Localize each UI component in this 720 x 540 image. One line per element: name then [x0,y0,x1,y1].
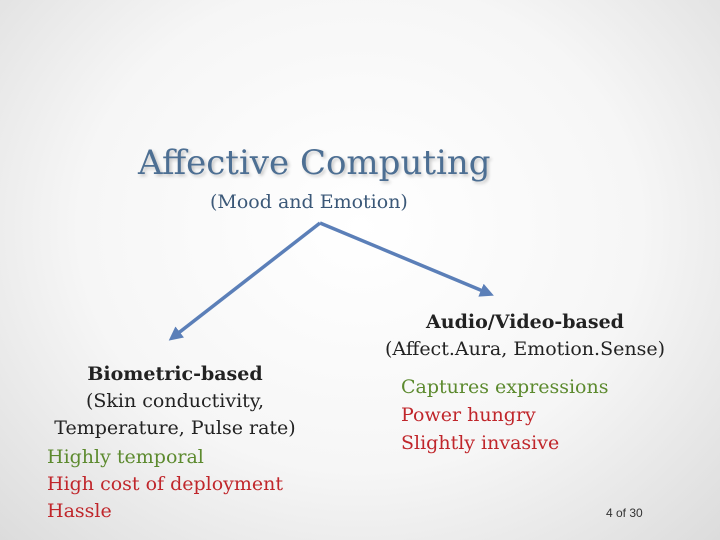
list-item: Captures expressions [401,376,609,398]
left-items: Highly temporal High cost of deployment … [47,444,330,525]
audio-video-branch: Audio/Video-based (Affect.Aura, Emotion.… [355,309,695,457]
slide-title: Affective Computing [138,143,491,183]
list-item: Slightly invasive [401,432,560,454]
right-items: Captures expressions Power hungry Slight… [401,373,695,457]
right-detail-1: (Affect.Aura, Emotion.Sense) [385,338,665,360]
left-detail-1: (Skin conductivity, [85,390,265,412]
biometric-branch: Biometric-based (Skin conductivity, Temp… [20,361,330,525]
list-item: Hassle [47,500,112,522]
list-item: Highly temporal [47,446,204,468]
list-item: Power hungry [401,404,536,426]
right-heading: Audio/Video-based [426,311,624,333]
left-detail-2: Temperature, Pulse rate) [54,417,296,439]
slide-subtitle: (Mood and Emotion) [210,191,408,213]
arrow-right [319,221,494,297]
arrow-left [168,221,322,341]
list-item: High cost of deployment [47,473,284,495]
page-number: 4 of 30 [606,506,643,520]
left-heading: Biometric-based [87,363,263,385]
